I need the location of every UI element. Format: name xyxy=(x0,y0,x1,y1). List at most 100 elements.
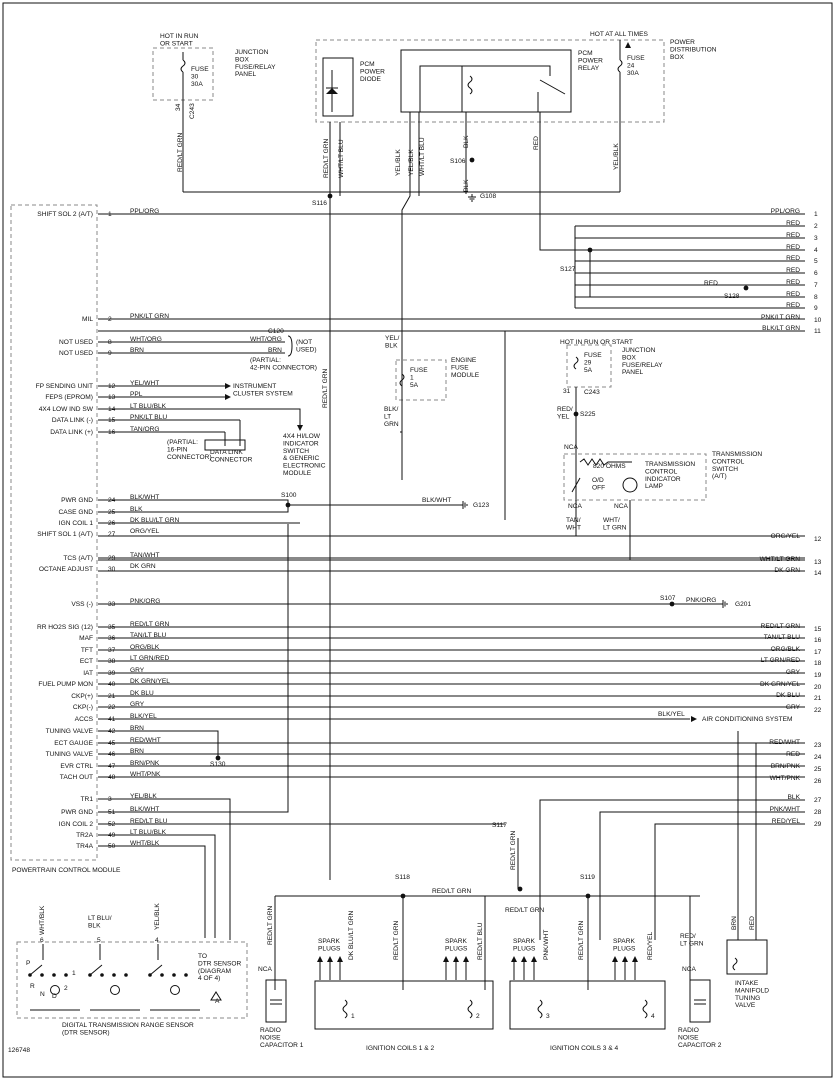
engine-fuse-box xyxy=(395,359,447,401)
s130-label: S130 xyxy=(210,761,226,768)
imtv-wires xyxy=(737,731,757,940)
pcm-wire-color: YEL/BLK xyxy=(130,793,157,800)
pcm-wire-color: PPL xyxy=(130,391,143,398)
s117-label: S117 xyxy=(492,822,507,829)
dtr-d-icon xyxy=(110,985,120,995)
nca-label: NCA xyxy=(568,503,583,510)
pcm-wire-color: BLK xyxy=(130,506,143,513)
wire-label: RED xyxy=(704,280,718,287)
right-row-wire: RED xyxy=(786,244,800,251)
wire-label: TAN/WHT xyxy=(566,517,581,531)
pcm-wire-color: PPL/ORG xyxy=(130,208,159,215)
pcm-pin-label: SHIFT SOL 1 (A/T) xyxy=(37,531,93,538)
pcm-pin-label: OCTANE ADJUST xyxy=(39,566,93,573)
dtr-contact xyxy=(124,973,128,977)
pcm-pin-label: FP SENDING UNIT xyxy=(36,383,93,390)
coil-icon xyxy=(342,999,348,1019)
pcm-wire-color: TAN/WHT xyxy=(130,552,160,559)
wire-label: YEL/BLK xyxy=(154,903,161,930)
right-row-wire: BLK/LT GRN xyxy=(762,325,800,332)
right-row-number: 2 xyxy=(814,223,818,230)
pcm-pin-label: VSS (-) xyxy=(71,601,93,608)
g201-label: G201 xyxy=(735,601,751,608)
lamp-icon xyxy=(622,477,638,493)
wire-label: BLK xyxy=(463,179,470,192)
spark-plug-icon xyxy=(443,956,449,962)
pcm-wire-color: RED/LT GRN xyxy=(130,621,170,628)
fuse-24-icon xyxy=(617,59,623,73)
wire-label: WHT/BLK xyxy=(39,905,46,935)
pcm-pin-label: RR HO2S SIG (12) xyxy=(37,624,93,631)
right-row-number: 9 xyxy=(814,305,818,312)
diagram-id: 126748 xyxy=(8,1047,30,1054)
right-row-number: 13 xyxy=(814,559,822,566)
arrow-icon xyxy=(225,394,231,400)
spark-plug-icon xyxy=(521,956,527,962)
right-row-wire: RED xyxy=(786,291,800,298)
right-row-number: 15 xyxy=(814,626,822,633)
dtr-position: D xyxy=(52,993,57,1000)
pcm-pin-label: FEPS (EPROM) xyxy=(45,394,93,401)
wire-label: RED/LT BLU xyxy=(477,922,484,960)
wire-red xyxy=(539,112,575,251)
dtr-box xyxy=(16,941,248,1019)
right-row-number: 6 xyxy=(814,270,818,277)
pcm-box xyxy=(10,204,98,861)
g123-label: G123 xyxy=(473,502,489,509)
right-row-wire: RED xyxy=(786,302,800,309)
right-row-number: 3 xyxy=(814,235,818,242)
pcm-pin-label: IAT xyxy=(83,670,93,677)
spark-plug-icon xyxy=(531,956,537,962)
dtr-position: N xyxy=(40,991,45,998)
pcm-wire-color: RED/LT BLU xyxy=(130,818,168,825)
wire-label: YEL/BLK xyxy=(395,149,402,176)
fuse-29-icon xyxy=(573,356,579,370)
spark-plug-icon xyxy=(622,956,628,962)
wire-label: BRN xyxy=(731,916,738,930)
pcm-wire-color: BRN/PNK xyxy=(130,760,160,767)
wire-label: WHT/LT BLU xyxy=(338,139,345,178)
dtr-contact xyxy=(64,973,68,977)
fuse-1-icon xyxy=(399,373,405,387)
s100-label: S100 xyxy=(281,492,297,499)
pcm-pin-label: DATA LINK (-) xyxy=(52,417,93,424)
relay-coil-icon xyxy=(467,75,473,95)
pcm-pin-label: TR1 xyxy=(81,796,94,803)
dlc-connector xyxy=(204,439,246,451)
pcm-pin-label: TUNING VALVE xyxy=(46,728,94,735)
s130-dot xyxy=(215,755,221,761)
spark-plug-icon xyxy=(463,956,469,962)
pcm-wire-color: LT GRN/RED xyxy=(130,655,170,662)
wire-blk-lt-grn xyxy=(400,386,403,433)
dtr-contact xyxy=(172,973,176,977)
dtr-a-triangle xyxy=(210,991,222,1001)
dtr-position: R xyxy=(30,983,35,990)
spark-plug-icon xyxy=(337,956,343,962)
spark-plug-icon xyxy=(632,956,638,962)
right-row-wire: BLK xyxy=(788,794,801,801)
pcm-wire-color: LT BLU/BLK xyxy=(130,829,167,836)
right-row-wire: RED xyxy=(786,232,800,239)
wire-yel-blk-a xyxy=(401,112,411,430)
pcm-pin-label: NOT USED xyxy=(59,350,93,357)
g108-label: G108 xyxy=(480,193,496,200)
pcm-pin-label: CKP(+) xyxy=(71,693,93,700)
pcm-wire-color: DK GRN xyxy=(130,563,156,570)
pcm-pin-label: ECT xyxy=(80,658,93,665)
right-row-wire: WHT/PNK xyxy=(770,775,801,782)
spark-plug-icon xyxy=(511,956,517,962)
right-row-number: 29 xyxy=(814,821,822,828)
pcm-wire-color: ORG/BLK xyxy=(130,644,160,651)
imtv-coil-icon xyxy=(732,957,738,971)
c120-label: C120 xyxy=(268,328,284,335)
wire-label: BLK/YEL xyxy=(658,711,685,718)
ground-wires xyxy=(98,499,460,513)
